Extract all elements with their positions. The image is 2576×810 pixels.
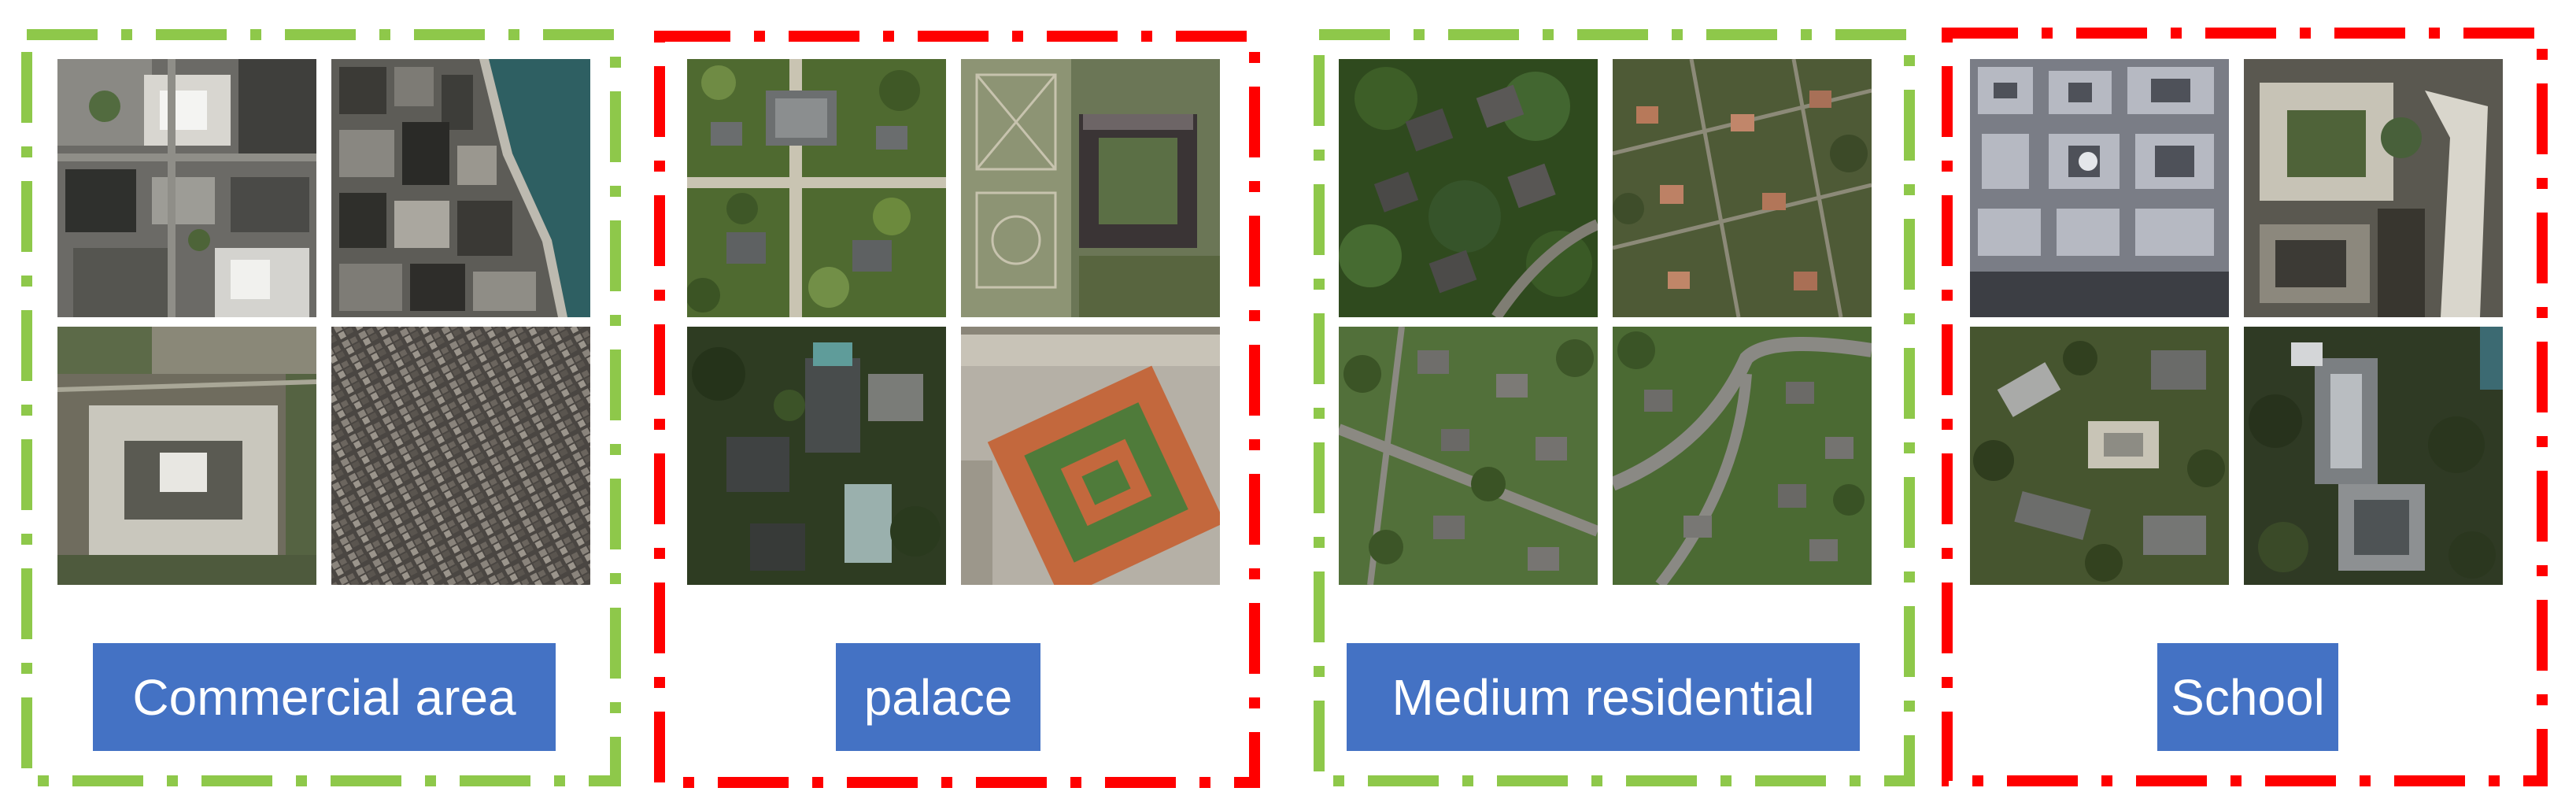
label-commercial-area: Commercial area [93, 643, 556, 751]
tile-school-2 [2244, 59, 2503, 317]
tile-residential-1 [1339, 59, 1598, 317]
tile-residential-3 [1339, 327, 1598, 585]
label-palace: palace [836, 643, 1040, 751]
tile-residential-4 [1613, 327, 1872, 585]
tile-commercial-3 [57, 327, 316, 585]
tile-commercial-4 [331, 327, 590, 585]
tile-commercial-1 [57, 59, 316, 317]
tile-palace-4 [961, 327, 1220, 585]
tile-residential-2 [1613, 59, 1872, 317]
tile-palace-1 [687, 59, 946, 317]
tile-palace-2 [961, 59, 1220, 317]
tile-palace-3 [687, 327, 946, 585]
label-school: School [2157, 643, 2338, 751]
tile-school-4 [2244, 327, 2503, 585]
tile-commercial-2 [331, 59, 590, 317]
label-medium-residential: Medium residential [1347, 643, 1860, 751]
tile-school-3 [1970, 327, 2229, 585]
tile-school-1 [1970, 59, 2229, 317]
